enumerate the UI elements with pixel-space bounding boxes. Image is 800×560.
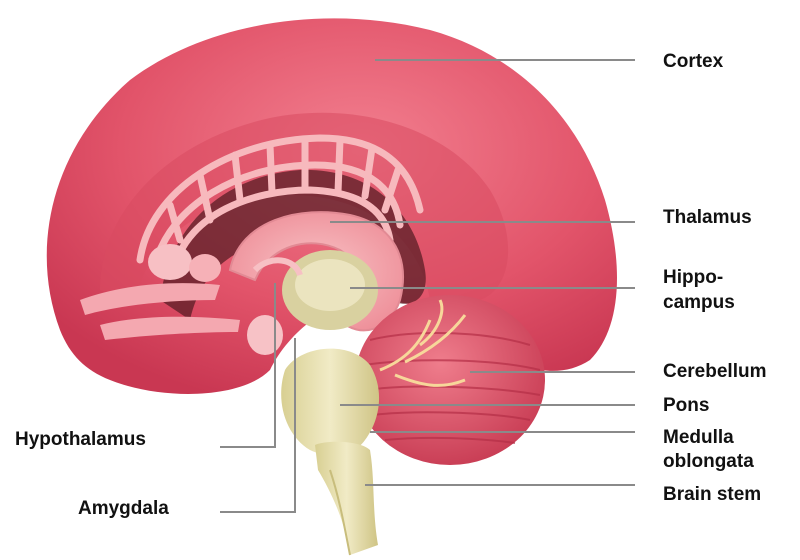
label-thalamus: Thalamus <box>663 207 752 228</box>
label-cortex: Cortex <box>663 51 724 72</box>
label-hypothalamus: Hypothalamus <box>15 429 146 450</box>
label-medulla-line1: Medulla <box>663 427 734 448</box>
label-medulla-line2: oblongata <box>663 451 754 472</box>
amygdala-region <box>247 315 283 355</box>
label-cerebellum: Cerebellum <box>663 361 766 382</box>
label-hippocampus-line2: campus <box>663 292 735 313</box>
label-brain-stem: Brain stem <box>663 484 761 505</box>
label-hippocampus-line1: Hippo- <box>663 267 723 288</box>
cerebellum-region <box>355 295 545 465</box>
thalamus-highlight <box>295 259 365 311</box>
label-pons: Pons <box>663 395 709 416</box>
label-amygdala: Amygdala <box>78 498 169 519</box>
